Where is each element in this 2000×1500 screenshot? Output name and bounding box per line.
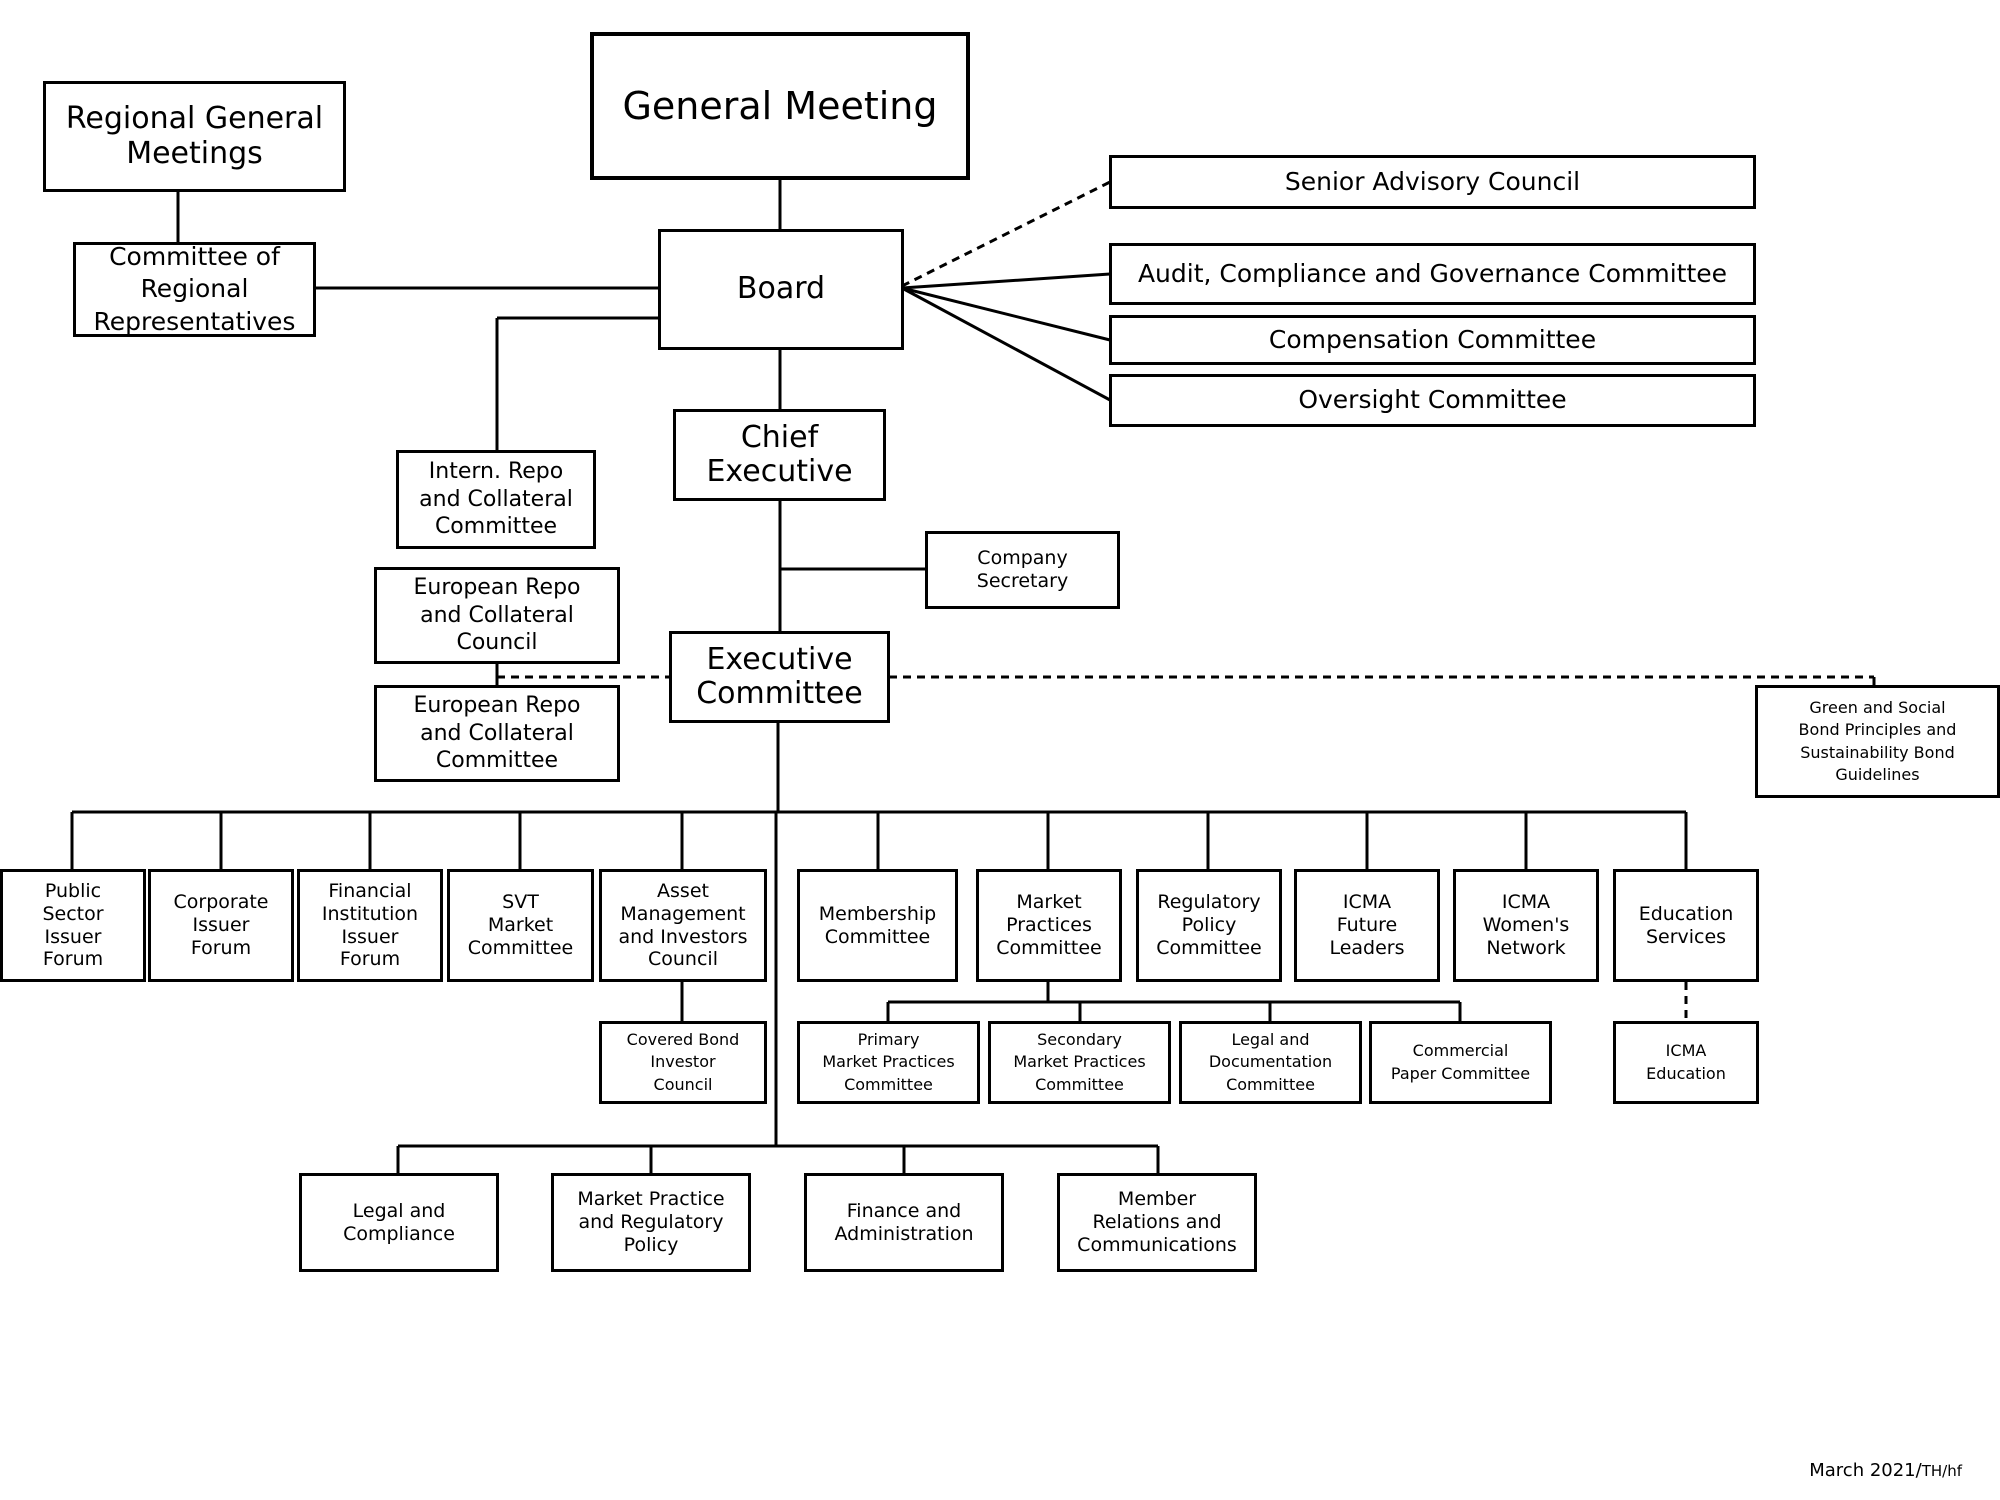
committee-regional-reps-label: Committee of Regional Representatives [93, 241, 296, 336]
market-practices-box: Market Practices Committee [976, 869, 1122, 982]
corporate-issuer-box: Corporate Issuer Forum [148, 869, 294, 982]
icma-future-leaders-box: ICMA Future Leaders [1294, 869, 1440, 982]
commercial-paper-label: Commercial Paper Committee [1390, 1041, 1531, 1083]
primary-market-box: Primary Market Practices Committee [797, 1021, 980, 1104]
committee-regional-reps-box: Committee of Regional Representatives [73, 242, 316, 337]
icma-womens-network-label: ICMA Women's Network [1482, 891, 1570, 959]
legal-documentation-label: Legal and Documentation Committee [1208, 1029, 1333, 1094]
general-meeting-label: General Meeting [622, 83, 938, 128]
secondary-market-label: Secondary Market Practices Committee [1013, 1029, 1146, 1094]
primary-market-label: Primary Market Practices Committee [822, 1029, 955, 1094]
icma-future-leaders-label: ICMA Future Leaders [1329, 891, 1405, 959]
regional-general-meetings-box: Regional General Meetings [43, 81, 346, 192]
education-services-label: Education Services [1638, 902, 1734, 948]
icma-education-label: ICMA Education [1646, 1041, 1726, 1083]
european-repo-committee-label: European Repo and Collateral Committee [413, 693, 581, 774]
market-practice-regulatory-box: Market Practice and Regulatory Policy [551, 1173, 751, 1272]
chief-executive-label: Chief Executive [706, 419, 853, 489]
compensation-committee-box: Compensation Committee [1109, 315, 1756, 365]
senior-advisory-council-box: Senior Advisory Council [1109, 155, 1756, 209]
footer-initials: TH/hf [1921, 1462, 1962, 1480]
company-secretary-box: Company Secretary [925, 531, 1120, 609]
secondary-market-box: Secondary Market Practices Committee [988, 1021, 1171, 1104]
covered-bond-label: Covered Bond Investor Council [626, 1029, 740, 1094]
membership-box: Membership Committee [797, 869, 958, 982]
corporate-issuer-label: Corporate Issuer Forum [173, 891, 269, 959]
board-box: Board [658, 229, 904, 350]
public-sector-box: Public Sector Issuer Forum [0, 869, 146, 982]
commercial-paper-box: Commercial Paper Committee [1369, 1021, 1552, 1104]
regulatory-policy-box: Regulatory Policy Committee [1136, 869, 1282, 982]
finance-administration-label: Finance and Administration [834, 1199, 974, 1245]
svt-market-box: SVT Market Committee [447, 869, 594, 982]
icma-education-box: ICMA Education [1613, 1021, 1759, 1104]
financial-institution-box: Financial Institution Issuer Forum [297, 869, 443, 982]
oversight-committee-box: Oversight Committee [1109, 374, 1756, 427]
legal-compliance-label: Legal and Compliance [343, 1199, 455, 1245]
compensation-committee-label: Compensation Committee [1268, 324, 1597, 354]
icma-womens-network-box: ICMA Women's Network [1453, 869, 1599, 982]
intern-repo-box: Intern. Repo and Collateral Committee [396, 450, 596, 549]
audit-compliance-governance-box: Audit, Compliance and Governance Committ… [1109, 243, 1756, 305]
svt-market-label: SVT Market Committee [467, 891, 574, 959]
european-repo-committee-box: European Repo and Collateral Committee [374, 685, 620, 782]
public-sector-label: Public Sector Issuer Forum [42, 879, 104, 971]
membership-label: Membership Committee [818, 902, 937, 948]
european-repo-council-label: European Repo and Collateral Council [413, 575, 581, 656]
footer-main: March 2021/ [1809, 1460, 1922, 1481]
senior-advisory-council-label: Senior Advisory Council [1284, 166, 1581, 196]
footer-date: March 2021/TH/hf [1809, 1460, 1962, 1481]
market-practice-regulatory-label: Market Practice and Regulatory Policy [577, 1188, 725, 1256]
regional-general-meetings-label: Regional General Meetings [65, 101, 324, 171]
market-practices-label: Market Practices Committee [996, 891, 1102, 959]
executive-committee-box: Executive Committee [669, 631, 890, 723]
company-secretary-label: Company Secretary [976, 547, 1069, 592]
oversight-committee-label: Oversight Committee [1298, 385, 1567, 415]
chief-executive-box: Chief Executive [673, 409, 886, 501]
executive-committee-label: Executive Committee [696, 641, 863, 711]
european-repo-council-box: European Repo and Collateral Council [374, 567, 620, 664]
financial-institution-label: Financial Institution Issuer Forum [321, 879, 419, 971]
finance-administration-box: Finance and Administration [804, 1173, 1004, 1272]
member-relations-label: Member Relations and Communications [1077, 1188, 1237, 1256]
education-services-box: Education Services [1613, 869, 1759, 982]
audit-compliance-governance-label: Audit, Compliance and Governance Committ… [1137, 258, 1728, 288]
board-label: Board [736, 271, 826, 307]
member-relations-box: Member Relations and Communications [1057, 1173, 1257, 1272]
green-social-bond-label: Green and Social Bond Principles and Sus… [1798, 697, 1957, 784]
general-meeting-box: General Meeting [590, 32, 970, 180]
covered-bond-box: Covered Bond Investor Council [599, 1021, 767, 1104]
legal-documentation-box: Legal and Documentation Committee [1179, 1021, 1362, 1104]
asset-management-box: Asset Management and Investors Council [599, 869, 767, 982]
intern-repo-label: Intern. Repo and Collateral Committee [419, 459, 573, 540]
green-social-bond-box: Green and Social Bond Principles and Sus… [1755, 685, 2000, 798]
legal-compliance-box: Legal and Compliance [299, 1173, 499, 1272]
regulatory-policy-label: Regulatory Policy Committee [1156, 891, 1262, 959]
asset-management-label: Asset Management and Investors Council [618, 879, 748, 971]
